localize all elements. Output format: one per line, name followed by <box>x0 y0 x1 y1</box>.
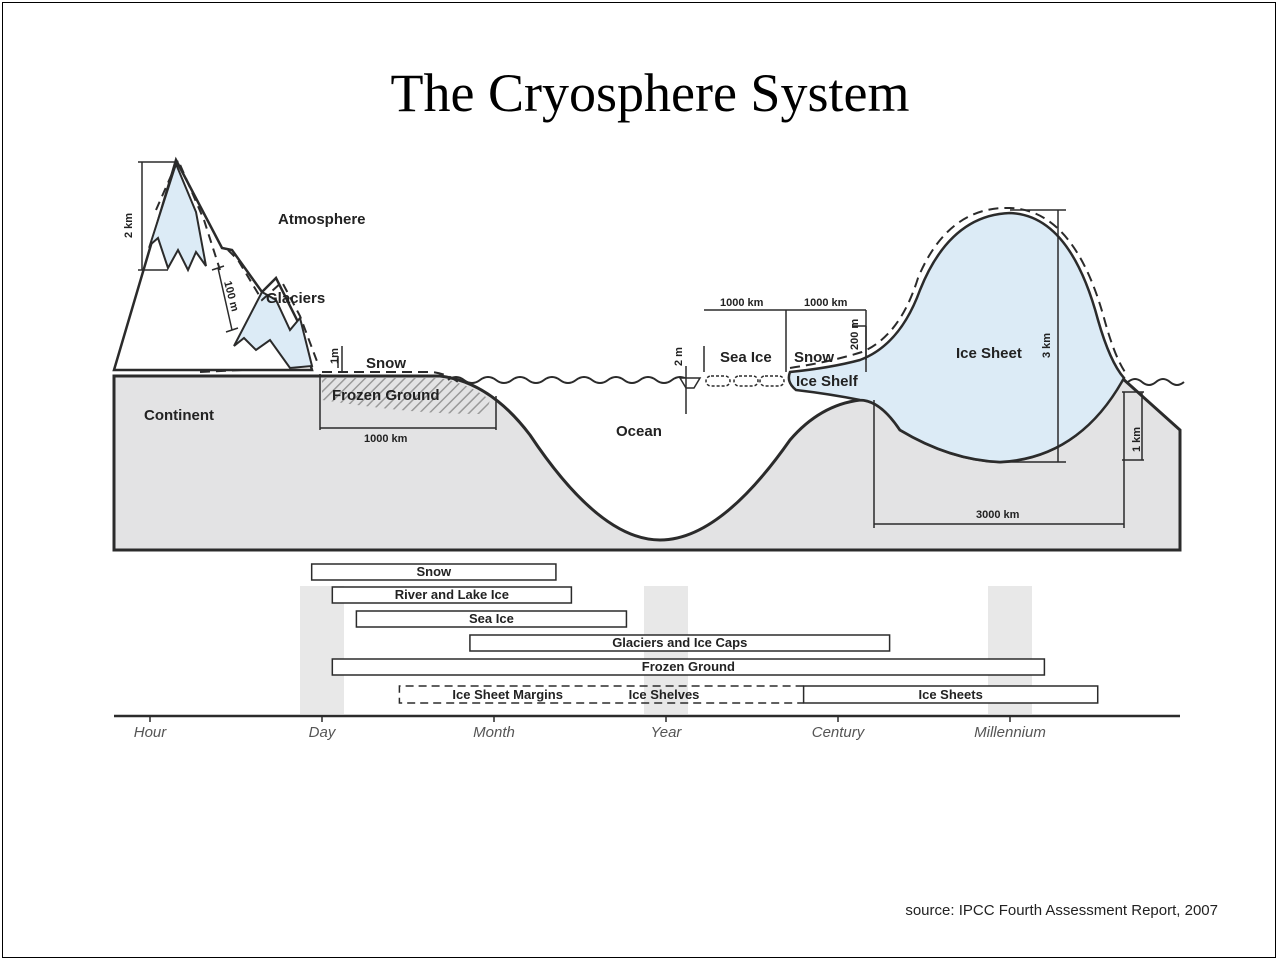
ice-bar-label: Ice Shelves <box>629 687 700 702</box>
dim-bedrock-depth: 1 km <box>1131 427 1143 452</box>
dim-ice-sheet-height: 3 km <box>1041 333 1053 358</box>
dim-sea-ice-width: 1000 km <box>720 297 764 309</box>
label-ice-sheet: Ice Sheet <box>956 345 1022 362</box>
timescale-bar-label: Snow <box>416 564 452 579</box>
label-snow-left: Snow <box>366 355 406 372</box>
ice-sheet <box>787 211 1126 464</box>
ice-bar-label: Ice Sheet Margins <box>452 687 563 702</box>
dim-ice-shelf-thickness: 200 m <box>849 319 861 350</box>
ice-bar-label: Ice Sheets <box>918 687 982 702</box>
timescale-bar <box>469 634 891 652</box>
dimension-lines <box>138 161 1144 528</box>
dim-ice-sheet-width: 3000 km <box>976 509 1020 521</box>
timescale-bar <box>355 610 628 628</box>
valley-glacier <box>233 290 314 370</box>
timescale-bar-label: River and Lake Ice <box>395 587 509 602</box>
axis-label: Day <box>309 724 337 741</box>
ice-bar-dashed <box>398 685 804 704</box>
label-ice-shelf: Ice Shelf <box>796 373 859 390</box>
ice-bar-solid <box>802 685 1099 704</box>
timescale-bar-label: Glaciers and Ice Caps <box>612 635 747 650</box>
dim-snow-depth: 1m <box>329 348 341 364</box>
timescale-bar <box>331 658 1046 676</box>
label-snow-right: Snow <box>794 349 834 366</box>
dim-frozen-ground-width: 1000 km <box>364 433 408 445</box>
label-ocean: Ocean <box>616 423 662 440</box>
ocean-surface <box>447 376 689 384</box>
source-citation: source: IPCC Fourth Assessment Report, 2… <box>905 902 1218 919</box>
axis-label: Hour <box>134 724 168 741</box>
timescale-bar <box>310 563 557 581</box>
axis-label: Month <box>473 724 515 741</box>
slide-title: The Cryosphere System <box>390 63 910 123</box>
time-band <box>300 586 344 714</box>
timescale-bar <box>331 586 573 604</box>
timescale-bar-label: Frozen Ground <box>642 659 735 674</box>
label-frozen-ground: Frozen Ground <box>332 387 440 404</box>
ice-sheet-dashed-outline <box>789 206 1129 377</box>
timescale-chart: Hour Day Month Year Century Millennium SnowRiv… <box>114 563 1180 741</box>
ocean-surface-right <box>1127 378 1185 386</box>
label-glaciers: Glaciers <box>266 290 325 307</box>
frozen-ground-hatch <box>322 378 490 414</box>
label-continent: Continent <box>144 407 214 424</box>
sea-ice-floes <box>678 375 785 389</box>
label-atmosphere: Atmosphere <box>278 211 366 228</box>
axis-label: Year <box>651 724 683 741</box>
dim-sea-ice-thickness: 2 m <box>673 347 685 366</box>
axis-label: Millennium <box>974 724 1046 741</box>
snow-dashed-left <box>199 369 459 383</box>
dim-mountain-height: 2 km <box>123 213 135 238</box>
label-sea-ice: Sea Ice <box>720 349 772 366</box>
dim-snow-width: 1000 km <box>804 297 848 309</box>
mountain-glacier <box>147 161 207 273</box>
timescale-bar-label: Sea Ice <box>469 611 514 626</box>
axis-label: Century <box>812 724 866 741</box>
